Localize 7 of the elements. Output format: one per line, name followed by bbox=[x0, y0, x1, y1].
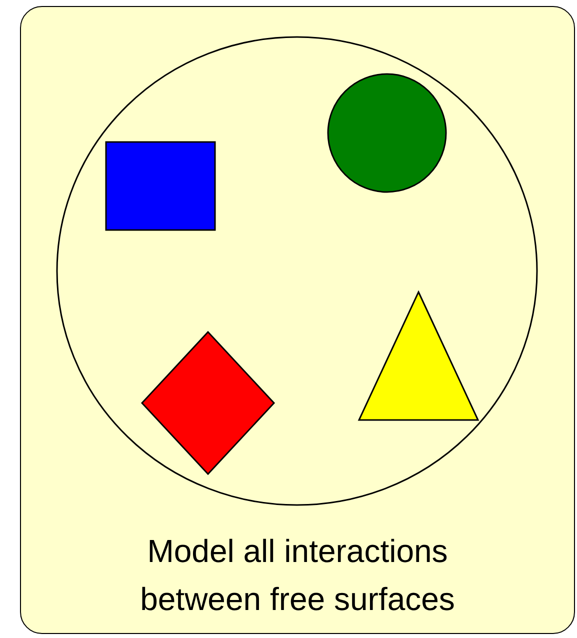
triangle-shape bbox=[358, 291, 479, 421]
diamond-shape bbox=[141, 331, 275, 475]
square-shape bbox=[105, 141, 216, 231]
large-circle bbox=[56, 36, 538, 506]
caption-text: Model all interactions between free surfaces bbox=[139, 532, 456, 619]
rounded-panel bbox=[20, 6, 575, 634]
circle-shape bbox=[327, 73, 447, 193]
